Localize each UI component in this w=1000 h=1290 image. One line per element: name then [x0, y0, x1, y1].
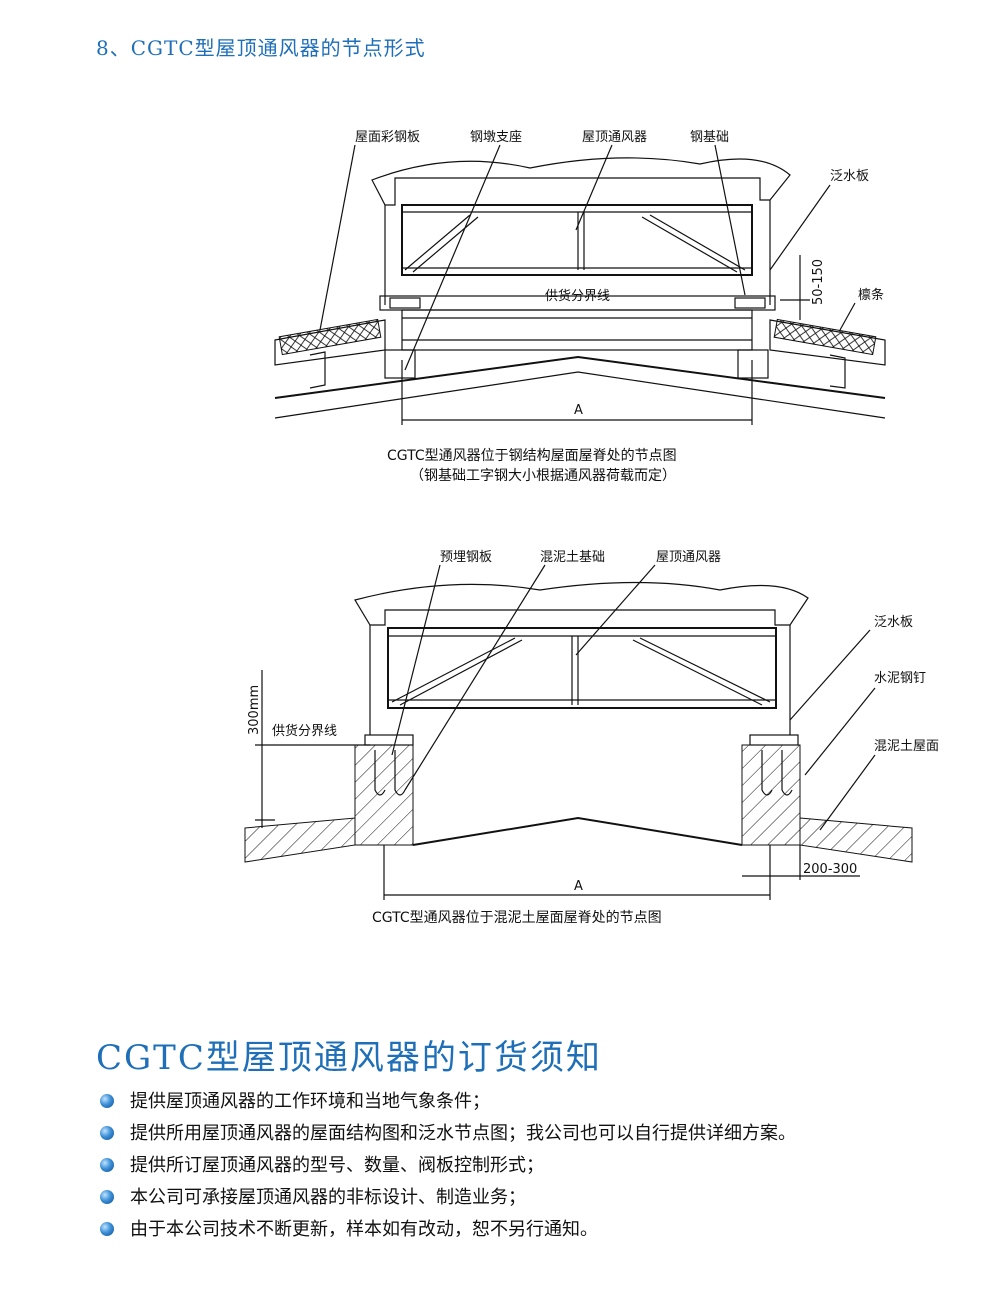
caption-line1: CGTC型通风器位于钢结构屋面屋脊处的节点图: [387, 448, 677, 464]
label-ventilator: 屋顶通风器: [656, 550, 721, 565]
notice-text: 由于本公司技术不断更新，样本如有改动，恕不另行通知。: [130, 1219, 598, 1240]
steel-roof-node-diagram: 屋面彩钢板 钢墩支座 屋顶通风器 钢基础 泛水板 50-150 檩条 供货分界线…: [274, 130, 886, 484]
caption-line2: （钢基础工字钢大小根据通风器荷载而定）: [410, 467, 676, 484]
ventilator-frame: [401, 204, 753, 276]
bullet-icon: [100, 1094, 114, 1108]
bullet-icon: [100, 1158, 114, 1172]
notice-title: CGTC型屋顶通风器的订货须知: [96, 1038, 602, 1078]
concrete-base-right: [741, 744, 801, 846]
steel-pier-left: [389, 297, 421, 309]
notice-text: 本公司可承接屋顶通风器的非标设计、制造业务；: [130, 1187, 526, 1208]
label-ventilator: 屋顶通风器: [582, 130, 647, 145]
notice-item: 由于本公司技术不断更新，样本如有改动，恕不另行通知。: [100, 1218, 796, 1250]
label-dim-50-150: 50-150: [811, 259, 826, 305]
label-dim-200-300: 200-300: [803, 862, 857, 877]
bullet-icon: [100, 1222, 114, 1236]
notice-item: 本公司可承接屋顶通风器的非标设计、制造业务；: [100, 1186, 796, 1218]
label-supply-line: 供货分界线: [272, 723, 337, 739]
label-roof-steel-sheet: 屋面彩钢板: [355, 130, 420, 145]
label-embedded-plate: 预埋钢板: [440, 550, 492, 565]
notice-item: 提供所用屋顶通风器的屋面结构图和泛水节点图；我公司也可以自行提供详细方案。: [100, 1122, 796, 1154]
label-flashing: 泛水板: [874, 615, 913, 630]
notice-text: 提供屋顶通风器的工作环境和当地气象条件；: [130, 1091, 490, 1112]
label-concrete-base: 混泥土基础: [540, 550, 605, 565]
ventilator-cover: [371, 157, 791, 206]
label-supply-line: 供货分界线: [545, 288, 610, 304]
concrete-roof-node-diagram: 预埋钢板 混泥土基础 屋顶通风器 泛水板 水泥钢钉 混泥土屋面 300mm 供货…: [244, 550, 939, 926]
label-purlin: 檩条: [858, 287, 884, 303]
ventilator-frame: [387, 627, 777, 709]
bullet-icon: [100, 1126, 114, 1140]
label-flashing: 泛水板: [830, 169, 869, 184]
label-steel-pier: 钢墩支座: [470, 130, 522, 145]
section-title: 8、CGTC型屋顶通风器的节点形式: [96, 36, 426, 60]
bullet-icon: [100, 1190, 114, 1204]
roof-ridge: [412, 816, 743, 846]
label-dim-300: 300mm: [247, 685, 262, 735]
label-steel-base: 钢基础: [690, 130, 729, 145]
roof-ridge: [274, 355, 886, 399]
label-cement-nail: 水泥钢钉: [874, 671, 926, 686]
label-dim-a: A: [574, 879, 583, 894]
notice-item: 提供所订屋顶通风器的型号、数量、阀板控制形式；: [100, 1154, 796, 1186]
ventilator-cover: [354, 581, 809, 626]
notice-list: 提供屋顶通风器的工作环境和当地气象条件； 提供所用屋顶通风器的屋面结构图和泛水节…: [100, 1090, 796, 1250]
concrete-base-left: [354, 744, 414, 846]
notice-text: 提供所用屋顶通风器的屋面结构图和泛水节点图；我公司也可以自行提供详细方案。: [130, 1123, 796, 1144]
label-dim-a: A: [574, 403, 583, 418]
notice-text: 提供所订屋顶通风器的型号、数量、阀板控制形式；: [130, 1155, 544, 1176]
notice-item: 提供屋顶通风器的工作环境和当地气象条件；: [100, 1090, 796, 1122]
label-concrete-roof: 混泥土屋面: [874, 739, 939, 754]
caption: CGTC型通风器位于混泥土屋面屋脊处的节点图: [372, 910, 662, 926]
steel-pier-right: [734, 297, 766, 309]
